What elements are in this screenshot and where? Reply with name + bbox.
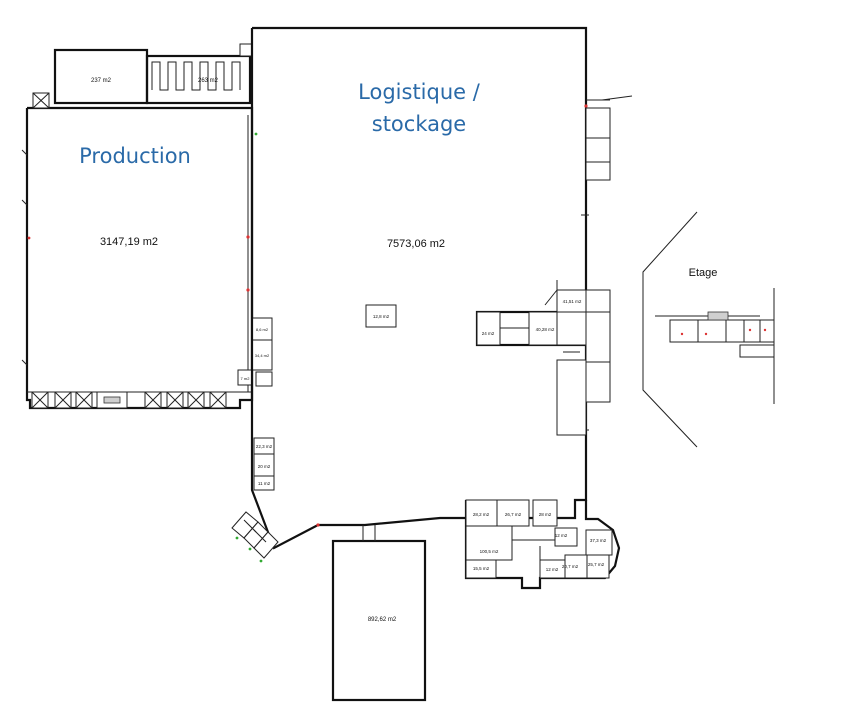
area-label-bottom-100: 100,5 m2 xyxy=(480,549,499,554)
area-label-left-22: 22,3 m2 xyxy=(256,444,273,449)
zone-label-logistique-line1: Logistique / xyxy=(358,80,481,104)
zone-label-etage: Etage xyxy=(689,267,718,279)
production-hall xyxy=(21,92,273,410)
area-label-bottom-12: 12 m2 xyxy=(555,533,568,538)
area-label-bottom-37: 37,3 m2 xyxy=(590,538,607,543)
etage-inset xyxy=(642,211,775,448)
area-label-production: 3147,19 m2 xyxy=(100,236,158,248)
area-label-bottom-15: 15,5 m2 xyxy=(473,566,490,571)
area-label-center-room: 12,8 m2 xyxy=(373,314,390,319)
area-label-left-20: 20 m2 xyxy=(258,464,271,469)
area-label-bottom-12b: 12 m2 xyxy=(546,567,559,572)
area-label-right-24: 24 m2 xyxy=(482,331,495,336)
area-label-left-small-34: 34,4 m2 xyxy=(255,353,270,358)
logistique-hall xyxy=(250,26,633,550)
zone-label-production: Production xyxy=(79,144,191,168)
area-label-left-small-8: 8,6 m2 xyxy=(256,327,269,332)
area-label-left-small-7: 7 m2 xyxy=(241,376,251,381)
area-label-annex-892: 892,62 m2 xyxy=(368,617,397,623)
annex-rooms-top xyxy=(53,43,253,105)
area-label-bottom-26-7: 26,7 m2 xyxy=(505,512,522,517)
area-label-annex-237: 237 m2 xyxy=(91,78,112,84)
area-label-bottom-28-2: 28,2 m2 xyxy=(473,512,490,517)
annex-892 xyxy=(331,525,427,702)
area-label-logistique: 7573,06 m2 xyxy=(387,238,445,250)
area-label-bottom-20-7: 20,7 m2 xyxy=(562,564,579,569)
area-label-annex-263: 263 m2 xyxy=(198,78,219,84)
area-label-left-11: 11 m2 xyxy=(258,481,271,486)
zone-label-logistique-line2: stockage xyxy=(372,112,466,136)
left-service-rooms xyxy=(231,437,279,563)
right-office-block xyxy=(475,280,611,436)
bottom-office-block xyxy=(464,499,621,590)
area-label-right-41: 41,51 m2 xyxy=(563,299,582,304)
area-label-bottom-28: 28 m2 xyxy=(539,512,552,517)
area-label-bottom-25-7: 25,7 m2 xyxy=(588,562,605,567)
area-label-right-40: 40,28 m2 xyxy=(536,327,555,332)
